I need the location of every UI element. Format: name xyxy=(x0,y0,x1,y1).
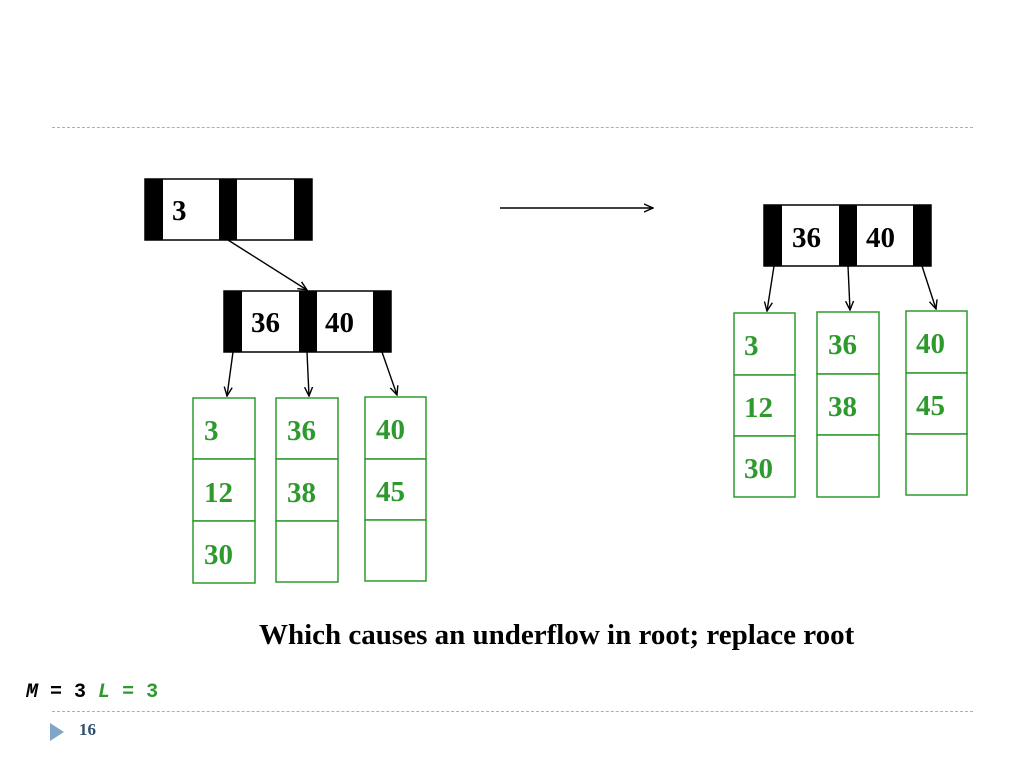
before-leaf-pointer-arrow xyxy=(381,351,397,395)
leaf-value: 38 xyxy=(287,477,316,509)
bottom-divider xyxy=(52,711,973,712)
before-leaf-2: 36 38 xyxy=(275,397,339,583)
before-child-key-1: 36 xyxy=(251,307,280,339)
after-leaf-pointer-arrow xyxy=(767,265,775,311)
after-root-node: 36 40 xyxy=(763,204,932,267)
leaf-value: 40 xyxy=(376,414,405,446)
leaf-value: 45 xyxy=(916,390,945,422)
slide-number: 16 xyxy=(79,720,96,739)
pointer-slot xyxy=(224,291,242,352)
m-value: = 3 xyxy=(38,681,87,704)
before-leaf-pointer-arrow xyxy=(307,351,309,396)
after-leaf-1: 3 12 30 xyxy=(733,312,796,498)
before-leaf-1: 3 12 30 xyxy=(192,397,256,584)
l-label: L xyxy=(98,681,111,704)
pointer-slot xyxy=(764,205,782,266)
after-leaf-3: 40 45 xyxy=(905,310,968,496)
after-leaf-pointer-arrow xyxy=(848,265,850,310)
leaf-value: 30 xyxy=(744,453,773,485)
l-value: = 3 xyxy=(110,681,159,704)
m-label: M xyxy=(26,681,39,704)
leaf-value: 3 xyxy=(204,415,219,447)
after-leaf-pointer-arrow xyxy=(921,265,936,309)
pointer-slot xyxy=(839,205,857,266)
after-root-key-2: 40 xyxy=(866,222,895,254)
before-child-key-2: 40 xyxy=(325,307,354,339)
leaf-value: 36 xyxy=(828,329,857,361)
pointer-slot xyxy=(299,291,317,352)
before-leaf-pointer-arrow xyxy=(227,351,234,396)
before-root-pointer-arrow xyxy=(227,239,307,290)
pointer-slot xyxy=(145,179,163,240)
tree-parameters: M = 3 L = 3 xyxy=(26,681,158,704)
before-child-node: 36 40 xyxy=(223,290,392,353)
top-divider xyxy=(52,127,973,128)
leaf-value: 40 xyxy=(916,328,945,360)
pointer-slot xyxy=(373,291,391,352)
leaf-value: 30 xyxy=(204,539,233,571)
before-root-key-1: 3 xyxy=(172,195,187,227)
pointer-slot xyxy=(294,179,312,240)
leaf-value: 45 xyxy=(376,476,405,508)
after-root-key-1: 36 xyxy=(792,222,821,254)
before-leaf-3: 40 45 xyxy=(364,396,427,582)
pointer-slot xyxy=(219,179,237,240)
slide-caption: Which causes an underflow in root; repla… xyxy=(259,619,855,651)
before-root-node: 3 xyxy=(144,178,313,241)
leaf-value: 38 xyxy=(828,391,857,423)
leaf-value: 36 xyxy=(287,415,316,447)
slide-marker-icon xyxy=(50,723,64,741)
leaf-value: 3 xyxy=(744,330,759,362)
leaf-value: 12 xyxy=(204,477,233,509)
after-leaf-2: 36 38 xyxy=(816,311,880,498)
leaf-value: 12 xyxy=(744,392,773,424)
pointer-slot xyxy=(913,205,931,266)
